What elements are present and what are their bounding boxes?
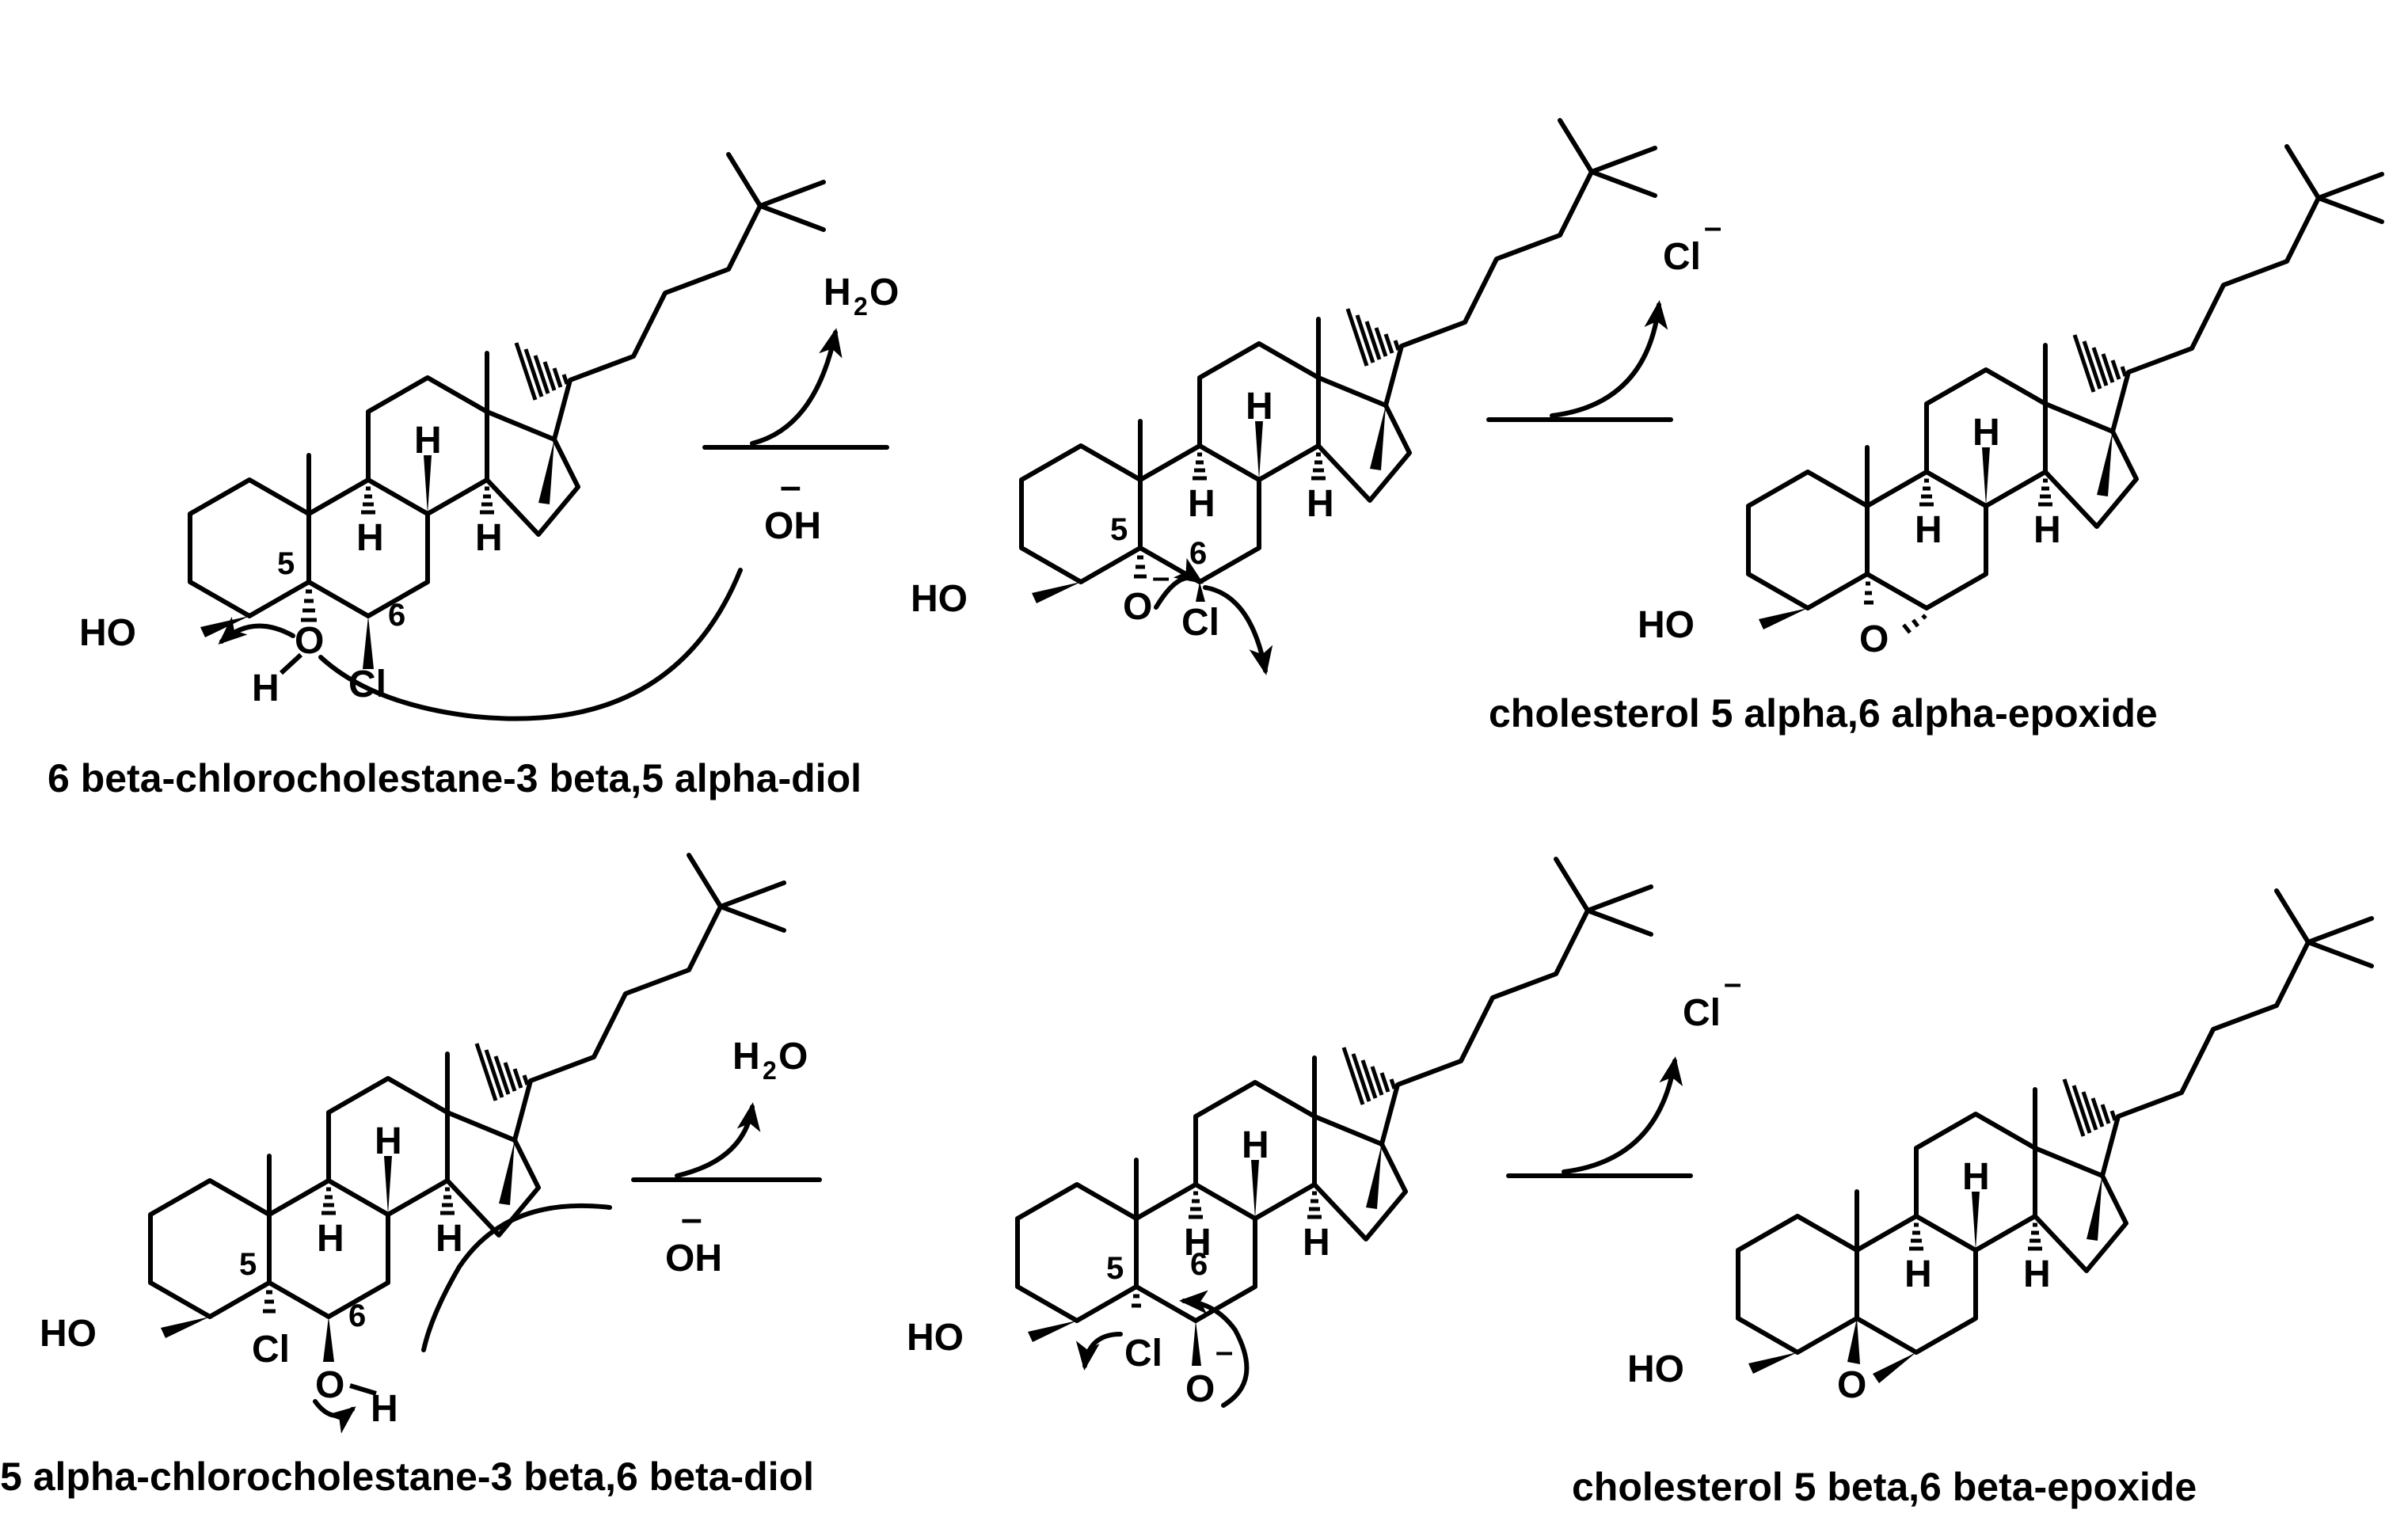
oxygen-label: O: [315, 1364, 344, 1406]
hydroxyl-label: HO: [907, 1317, 964, 1359]
hydroxyl-label: HO: [1627, 1348, 1684, 1390]
atom-number-5: 5: [239, 1247, 257, 1282]
water-subscript: 2: [854, 292, 868, 321]
byproduct-arrow: [1550, 300, 1668, 418]
oxide-charge: –: [1152, 560, 1170, 595]
water-o: O: [778, 1036, 808, 1078]
h9-label: H: [1904, 1253, 1932, 1295]
reaction-2: Cl –: [1486, 210, 1721, 423]
curved-arrow-hydroxide-attack: [421, 1203, 612, 1352]
curved-arrow-proton: [218, 616, 295, 645]
compound-3-structure: HO O H H H: [1638, 146, 2382, 660]
h8-label: H: [1246, 386, 1273, 428]
oxygen-label: O: [295, 620, 324, 662]
h8-label: H: [1962, 1156, 1990, 1198]
chlorine-label: Cl: [1181, 602, 1219, 644]
hydroxyl-label: HO: [40, 1313, 97, 1355]
curved-arrow-proton: [313, 1399, 356, 1434]
reagent-hydroxide: OH: [764, 505, 821, 547]
h8-label: H: [375, 1120, 402, 1162]
compound-4-name: 5 alpha-chlorocholestane-3 beta,6 beta-d…: [0, 1454, 814, 1499]
reagent-charge: –: [780, 466, 801, 508]
compound-2-structure: HO O – Cl 5 6 H H H: [911, 120, 1655, 675]
chloride-charge: –: [1704, 210, 1721, 245]
oxide-label: O: [1123, 586, 1152, 628]
h14-label: H: [436, 1218, 463, 1260]
byproduct-arrow: [750, 328, 843, 446]
h9-label: H: [356, 517, 384, 559]
h9-label: H: [1184, 1222, 1212, 1264]
h14-label: H: [2023, 1253, 2051, 1295]
compound-1-structure: HO O H Cl 5 6 H H H: [79, 154, 824, 709]
compound-5-structure: HO Cl O – 5 6 H H H: [907, 859, 1651, 1410]
h8-label: H: [1972, 412, 2000, 454]
atom-number-5: 5: [1110, 512, 1128, 547]
h8-label: H: [414, 420, 442, 462]
compound-6-name: cholesterol 5 beta,6 beta-epoxide: [1572, 1465, 2197, 1509]
curved-arrow-ring-closure: [1179, 1290, 1250, 1408]
atom-number-5: 5: [277, 546, 295, 581]
atom-number-6: 6: [1190, 1247, 1208, 1282]
water-h: H: [824, 272, 851, 314]
curved-arrow-hydroxide-attack: [318, 568, 743, 721]
h14-label: H: [1303, 1222, 1330, 1264]
curved-arrow-chloride-leaving: [1075, 1332, 1123, 1371]
chlorine-label: Cl: [252, 1329, 290, 1371]
reagent-charge: –: [681, 1198, 702, 1240]
h9-label: H: [1915, 509, 1942, 551]
water-o: O: [869, 272, 899, 314]
chloride-label: Cl: [1683, 992, 1721, 1034]
water-subscript: 2: [763, 1056, 777, 1085]
chloride-label: Cl: [1663, 236, 1701, 278]
reaction-1: H 2 O – OH: [702, 272, 899, 547]
compound-4-structure: HO Cl O H 5 6 H H H: [40, 855, 784, 1434]
hydrogen-label: H: [371, 1388, 398, 1430]
epoxide-oxygen-label: O: [1859, 618, 1889, 660]
atom-number-5: 5: [1106, 1251, 1124, 1286]
chlorine-label: Cl: [1124, 1333, 1162, 1375]
atom-number-6: 6: [1189, 536, 1207, 571]
epoxide-oxygen-label: O: [1837, 1364, 1866, 1406]
oxide-charge: –: [1215, 1334, 1233, 1369]
hydrogen-label: H: [252, 667, 280, 709]
h9-label: H: [1188, 483, 1215, 525]
hydroxyl-label: HO: [911, 578, 968, 620]
reaction-3: H 2 O – OH: [631, 1036, 822, 1280]
byproduct-arrow: [675, 1102, 761, 1178]
h14-label: H: [475, 517, 503, 559]
h14-label: H: [1307, 483, 1334, 525]
h14-label: H: [2033, 509, 2061, 551]
curved-arrow-chloride-leaving: [1203, 585, 1273, 675]
reaction-4: Cl –: [1506, 966, 1741, 1179]
water-h: H: [732, 1036, 760, 1078]
curved-arrow-ring-closure: [1154, 557, 1204, 610]
oxide-label: O: [1185, 1368, 1215, 1410]
hydroxyl-label: HO: [79, 612, 136, 654]
reagent-hydroxide: OH: [665, 1238, 722, 1280]
atom-number-6: 6: [388, 598, 405, 633]
h9-label: H: [317, 1218, 344, 1260]
compound-6-structure: HO O H H H: [1627, 891, 2372, 1406]
h8-label: H: [1242, 1124, 1269, 1166]
chloride-charge: –: [1724, 966, 1741, 1001]
compound-3-name: cholesterol 5 alpha,6 alpha-epoxide: [1489, 691, 2158, 736]
chlorine-label: Cl: [348, 664, 386, 705]
hydroxyl-label: HO: [1638, 604, 1695, 646]
atom-number-6: 6: [348, 1299, 366, 1333]
byproduct-arrow: [1562, 1056, 1683, 1174]
compound-1-name: 6 beta-chlorocholestane-3 beta,5 alpha-d…: [48, 756, 862, 800]
